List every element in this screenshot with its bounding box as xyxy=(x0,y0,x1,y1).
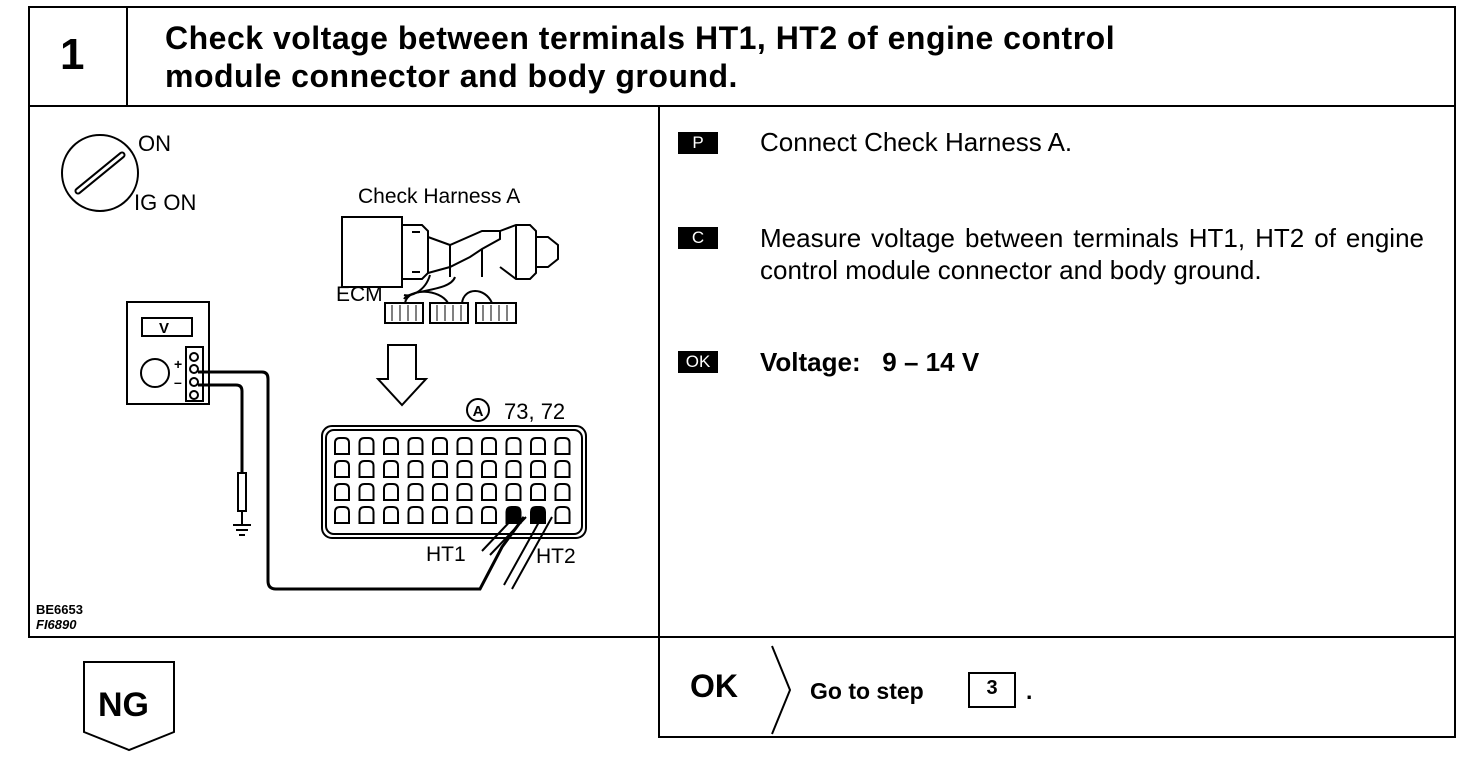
p-badge: P xyxy=(678,132,718,154)
connector-pin xyxy=(505,437,522,455)
connector-pin-probed xyxy=(505,506,522,524)
ok-chevron-icon xyxy=(771,645,792,735)
connector-pin-grid xyxy=(334,437,571,524)
meter-minus-label: – xyxy=(174,374,182,390)
ground-icon xyxy=(233,524,251,536)
voltmeter-icon xyxy=(126,301,210,405)
c-instruction: Measure voltage between terminals HT1, H… xyxy=(760,223,1424,285)
ecm-connector xyxy=(321,425,587,539)
connector-pin xyxy=(481,506,497,524)
connector-pin xyxy=(530,437,546,455)
figure-code-2: FI6890 xyxy=(36,617,77,632)
connector-pin xyxy=(383,483,399,501)
connector-pin xyxy=(334,506,350,524)
connector-pin xyxy=(358,483,375,501)
ok-badge: OK xyxy=(678,351,718,373)
connector-pin xyxy=(334,483,350,501)
period: . xyxy=(1026,678,1033,704)
step-ref-number: 3 xyxy=(986,677,998,699)
wiring-diagram: ON IG ON Check Harness A ECM V + – A 73,… xyxy=(61,131,587,591)
step-number-divider xyxy=(126,6,128,106)
header-divider xyxy=(28,105,1456,107)
connector-pin xyxy=(334,460,350,478)
connector-pin xyxy=(456,506,473,524)
connector-pin xyxy=(554,506,571,524)
down-arrow-icon xyxy=(375,344,429,407)
ok-result-label: OK xyxy=(690,668,738,704)
connector-pin xyxy=(383,506,399,524)
connector-pin xyxy=(407,506,424,524)
connector-letter: A xyxy=(473,403,484,420)
step-number: 1 xyxy=(60,30,85,79)
connector-pin xyxy=(554,437,571,455)
connector-pin xyxy=(481,460,497,478)
frame-left-border xyxy=(28,6,30,638)
connector-pins-label: 73, 72 xyxy=(504,399,565,424)
c-badge: C xyxy=(678,227,718,249)
ecm-label: ECM xyxy=(336,283,383,306)
connector-pin xyxy=(407,483,424,501)
probe-ht2 xyxy=(503,512,553,590)
result-bottom-border xyxy=(660,736,1456,738)
connector-pin xyxy=(505,483,522,501)
harness-label: Check Harness A xyxy=(358,185,520,208)
connector-pin xyxy=(554,483,571,501)
connector-pin xyxy=(432,483,448,501)
positive-lead xyxy=(198,370,526,591)
step-title-line-1: Check voltage between terminals HT1, HT2… xyxy=(165,20,1116,56)
frame-right-border xyxy=(1454,6,1456,738)
switch-on-label: ON xyxy=(138,131,171,156)
diagram-bottom-border xyxy=(28,636,1456,638)
connector-pin xyxy=(407,437,424,455)
connector-pin xyxy=(358,437,375,455)
ng-label: NG xyxy=(98,686,149,724)
connector-pin-probed xyxy=(530,506,546,524)
ng-shield xyxy=(83,661,175,752)
connector-pin xyxy=(554,460,571,478)
figure-code-1: BE6653 xyxy=(36,602,83,617)
meter-unit-label: V xyxy=(159,320,169,337)
connector-pin xyxy=(456,460,473,478)
connector-pin xyxy=(456,483,473,501)
ignition-switch-icon xyxy=(61,134,139,212)
ok-criterion: Voltage: 9 – 14 V xyxy=(760,347,980,377)
check-harness-icon xyxy=(341,216,559,324)
switch-ig-on-label: IG ON xyxy=(134,190,196,215)
step-title-line-2: module connector and body ground. xyxy=(165,58,738,94)
connector-pin xyxy=(530,460,546,478)
connector-pin xyxy=(481,437,497,455)
connector-pin xyxy=(432,437,448,455)
go-to-step-text: Go to step xyxy=(810,678,924,704)
connector-pin xyxy=(456,437,473,455)
connector-pin xyxy=(530,483,546,501)
connector-pin xyxy=(383,437,399,455)
frame-top-border xyxy=(28,6,1456,8)
step-ref-box[interactable]: 3 xyxy=(968,672,1016,708)
terminal-ht1-label: HT1 xyxy=(426,543,466,566)
meter-plus-label: + xyxy=(174,356,182,372)
negative-lead xyxy=(198,383,244,473)
connector-pin xyxy=(432,460,448,478)
connector-pin xyxy=(383,460,399,478)
p-instruction: Connect Check Harness A. xyxy=(760,127,1073,157)
connector-pin xyxy=(358,506,375,524)
connector-pin xyxy=(358,460,375,478)
connector-pin xyxy=(505,460,522,478)
connector-pin xyxy=(334,437,350,455)
connector-pin xyxy=(407,460,424,478)
column-divider xyxy=(658,105,660,738)
connector-pin xyxy=(481,483,497,501)
terminal-ht2-label: HT2 xyxy=(536,545,576,568)
connector-pin xyxy=(432,506,448,524)
